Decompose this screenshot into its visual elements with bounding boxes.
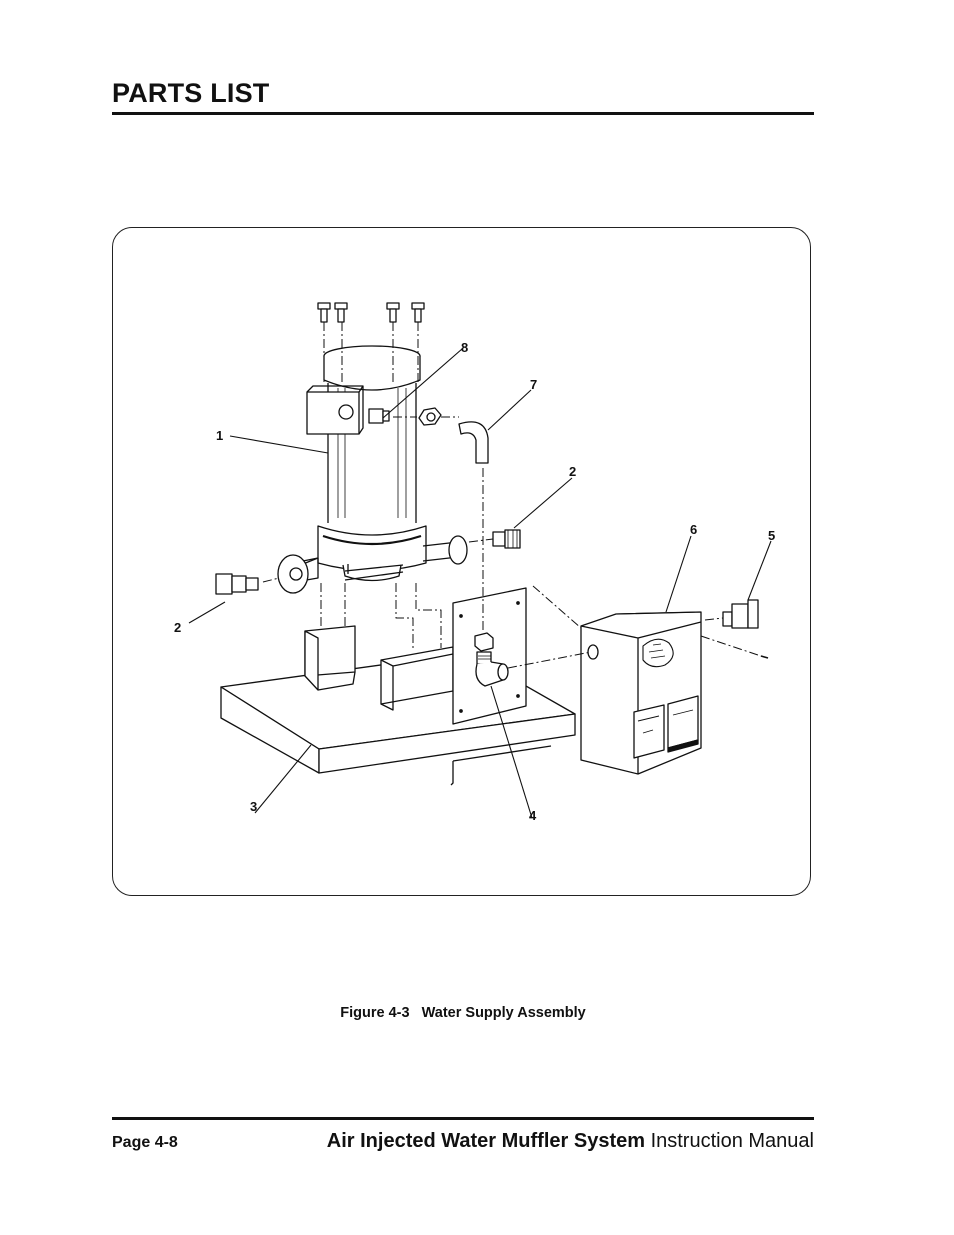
- left-bracket: [304, 625, 356, 691]
- figure-caption: Figure 4-3 Water Supply Assembly: [340, 1005, 586, 1021]
- footer-rule: [112, 1117, 814, 1120]
- water-supply-assembly-drawing: 1 2 2 3 4 5 6 7 8: [174, 302, 775, 823]
- tubing: [458, 421, 489, 464]
- callout-2-right: 2: [569, 464, 576, 479]
- callout-2-left: 2: [174, 620, 181, 635]
- top-screws: [317, 302, 425, 323]
- page-title: PARTS LIST: [112, 78, 270, 108]
- manual-title: Air Injected Water Muffler System Instru…: [327, 1130, 814, 1153]
- left-connector: [215, 573, 259, 595]
- callout-3: 3: [250, 799, 257, 814]
- header-rule: [112, 112, 814, 115]
- callout-4: 4: [529, 808, 537, 823]
- callout-1: 1: [216, 428, 223, 443]
- page-number: Page 4-8: [112, 1134, 178, 1151]
- right-connector: [492, 529, 521, 549]
- leader-lines: [188, 348, 772, 819]
- figure-frame: 1 2 2 3 4 5 6 7 8: [112, 227, 811, 896]
- callout-6: 6: [690, 522, 697, 537]
- callout-5: 5: [768, 528, 775, 543]
- alignment-lines: [262, 322, 762, 669]
- right-bracket: [380, 646, 454, 711]
- callout-7: 7: [530, 377, 537, 392]
- side-connector: [722, 599, 769, 659]
- callout-8: 8: [461, 340, 468, 355]
- manual-title-rest: Instruction Manual: [645, 1130, 814, 1152]
- manual-title-bold: Air Injected Water Muffler System: [326, 1130, 646, 1152]
- pump-assembly: [277, 345, 468, 594]
- control-box: [580, 611, 702, 775]
- elbow-fitting: [474, 632, 509, 687]
